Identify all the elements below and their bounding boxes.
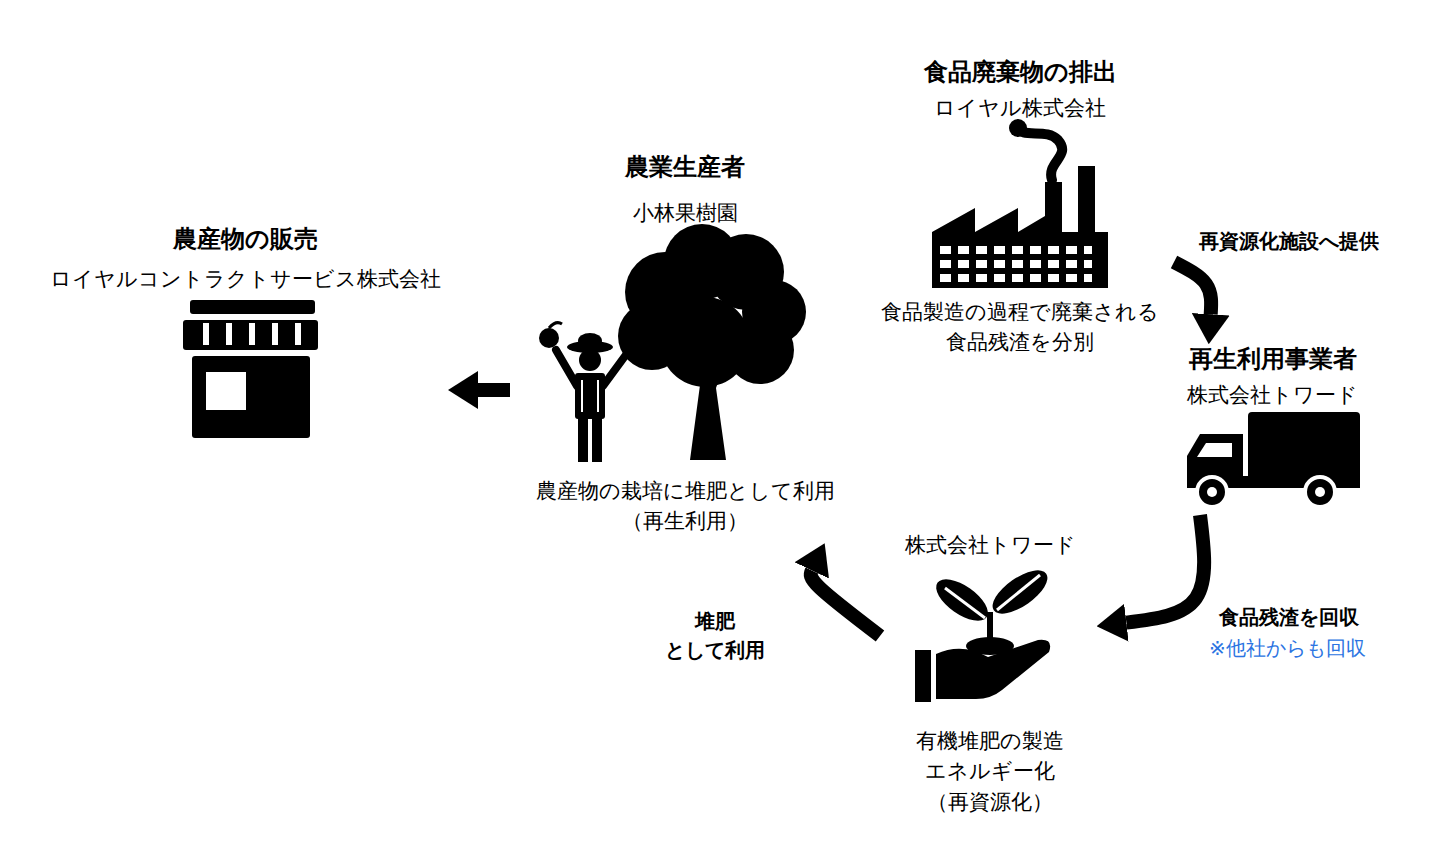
connector-layer	[478, 262, 1211, 636]
plant-hand-icon-part	[929, 571, 994, 628]
factory-icon	[932, 119, 1108, 288]
truck-icon	[1187, 412, 1360, 507]
farmer-icon-part	[549, 323, 562, 328]
truck-icon-part	[1315, 487, 1325, 497]
arrow-label: 食品残渣を回収	[1216, 602, 1392, 633]
tree-icon	[618, 224, 806, 460]
stage-node: 食品廃棄物の排出ロイヤル株式会社食品製造の過程で廃棄される 食品残渣を分別	[866, 55, 1174, 355]
stage-heading: 農業生産者	[625, 150, 745, 185]
flow-arrow	[811, 570, 880, 636]
farmer-icon-part	[579, 349, 601, 371]
stage-description: 食品製造の過程で廃棄される 食品残渣を分別	[870, 297, 1170, 358]
stage-node: 農産物の販売ロイヤルコントラクトサービス株式会社	[40, 222, 450, 447]
farmer-icon	[539, 323, 628, 462]
shop-icon-part	[192, 356, 310, 438]
farmer-icon-part	[578, 417, 588, 462]
plant-hand-icon-part	[997, 575, 1040, 610]
plant-hand-icon-part	[945, 588, 985, 618]
stage-heading: 再生利用事業者	[1189, 342, 1357, 377]
shop-icon-part	[206, 372, 246, 410]
plant-hand-icon-part	[915, 650, 931, 702]
flow-arrow	[1126, 515, 1204, 623]
stage-description: 有機堆肥の製造 エネルギー化 （再資源化）	[905, 726, 1075, 817]
factory-icon-part	[932, 166, 1108, 288]
company-name: 株式会社トワード	[1187, 380, 1358, 410]
farmer-icon-part	[575, 373, 605, 419]
note-text: ※他社からも回収	[1206, 634, 1369, 663]
shop-icon-part	[183, 320, 318, 350]
factory-icon-part	[1009, 119, 1027, 137]
company-name: ロイヤルコントラクトサービス株式会社	[50, 264, 441, 294]
plant-hand-icon-part	[986, 562, 1054, 622]
flow-arrow	[478, 383, 510, 397]
arrow-label: 堆肥 として利用	[656, 606, 774, 666]
stage-description: 農産物の栽培に堆肥として利用 （再生利用）	[515, 476, 855, 537]
tree-icon-part	[668, 340, 731, 460]
stage-node: 農業生産者小林果樹園農産物の栽培に堆肥として利用 （再生利用）	[510, 150, 860, 545]
shop-icon-part	[272, 323, 278, 345]
truck-icon-part	[1197, 443, 1232, 457]
stage-node: 株式会社トワード有機堆肥の製造 エネルギー化 （再資源化）	[880, 530, 1100, 812]
shop-icon-part	[190, 300, 315, 314]
farmer-icon-part	[582, 380, 598, 412]
farmer-icon-part	[539, 328, 559, 348]
arrow-label: 再資源化施設へ提供	[1196, 226, 1412, 257]
shop-icon	[183, 300, 318, 438]
stage-heading: 食品廃棄物の排出	[924, 55, 1117, 90]
company-name: ロイヤル株式会社	[934, 93, 1106, 123]
company-name: 株式会社トワード	[905, 530, 1076, 560]
shop-icon-part	[249, 323, 255, 345]
farmer-icon-part	[603, 352, 628, 386]
farmer-icon-part	[592, 417, 602, 462]
farmer-icon-part	[578, 333, 602, 349]
plant-hand-icon	[915, 562, 1054, 702]
truck-icon-part	[1305, 477, 1335, 507]
stage-node: 再生利用事業者株式会社トワード	[1170, 342, 1375, 515]
shop-icon-part	[226, 323, 232, 345]
flow-arrow	[1174, 262, 1211, 314]
factory-icon-part	[940, 246, 1092, 286]
plant-hand-icon-part	[936, 640, 1050, 699]
truck-icon-part	[1197, 477, 1227, 507]
shop-icon-part	[295, 323, 301, 345]
stage-heading: 農産物の販売	[173, 222, 318, 257]
shop-icon-part	[203, 323, 209, 345]
company-name: 小林果樹園	[633, 198, 738, 228]
farmer-icon-part	[556, 350, 577, 386]
truck-icon-part	[1207, 487, 1217, 497]
